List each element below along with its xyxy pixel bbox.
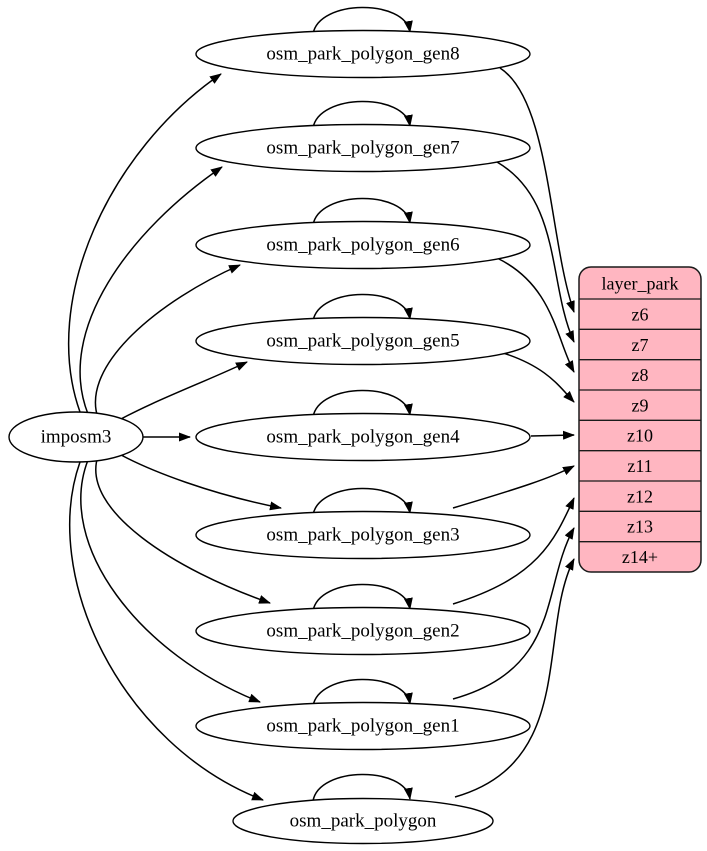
table-label: osm_park_polygon (290, 811, 437, 832)
table-label: osm_park_polygon_gen4 (266, 427, 460, 448)
layer-park-node: layer_park z6 z7 z8 z9 z10 z11 z12 z13 z… (578, 266, 702, 573)
table-node-osm-park-polygon: osm_park_polygon (232, 797, 494, 845)
table-node-osm-park-polygon-gen3: osm_park_polygon_gen3 (195, 510, 531, 560)
edge-imposm3-to-osm-park-polygon-gen2 (95, 455, 271, 604)
table-ellipse (195, 701, 531, 751)
self-loop-osm-park-polygon-gen4 (312, 389, 413, 418)
table-node-osm-park-polygon-gen8: osm_park_polygon_gen8 (195, 29, 531, 79)
table-label: osm_park_polygon_gen8 (266, 44, 459, 65)
self-loop-osm-park-polygon (312, 773, 413, 802)
edge-osm-park-polygon-gen3-to-z11 (452, 465, 575, 509)
edge-osm-park-polygon-gen1-to-z13 (452, 527, 575, 700)
imposm3-label: imposm3 (41, 427, 112, 448)
table-ellipse (195, 220, 531, 270)
edge-imposm3-to-osm-park-polygon-gen6 (94, 264, 241, 419)
edge-osm-park-polygon-gen8-to-z6 (499, 67, 575, 313)
self-loop-osm-park-polygon-gen8 (312, 6, 413, 35)
table-ellipse (195, 510, 531, 560)
layer-row-z6: z6 (632, 305, 649, 325)
table-ellipse (195, 123, 531, 173)
layer-row-z7: z7 (632, 335, 649, 355)
self-loop-osm-park-polygon-gen5 (312, 293, 413, 322)
edges-from-imposm3 (67, 73, 282, 801)
edge-osm-park-polygon-to-z14plus (454, 558, 575, 798)
table-label: osm_park_polygon_gen2 (266, 621, 459, 642)
source-node-imposm3: imposm3 (8, 411, 144, 463)
edge-osm-park-polygon-gen7-to-z7 (496, 161, 575, 343)
layer-park-title: layer_park (602, 274, 679, 294)
edge-imposm3-to-osm-park-polygon-gen7 (79, 166, 223, 415)
edge-imposm3-to-osm-park-polygon (68, 461, 264, 801)
layer-row-z9: z9 (632, 395, 649, 415)
edge-osm-park-polygon-gen4-to-z10 (530, 430, 575, 440)
table-label: osm_park_polygon_gen7 (266, 138, 459, 159)
layer-park-box (578, 266, 702, 573)
imposm3-ellipse (8, 411, 144, 463)
table-node-osm-park-polygon-gen6: osm_park_polygon_gen6 (195, 220, 531, 270)
layer-row-z11: z11 (627, 456, 652, 476)
self-loop-osm-park-polygon-gen6 (312, 197, 413, 226)
edge-osm-park-polygon-gen5-to-z9 (499, 351, 575, 403)
layer-row-z8: z8 (632, 365, 649, 385)
edge-imposm3-to-osm-park-polygon-gen5 (111, 361, 248, 425)
table-ellipse (195, 412, 531, 462)
table-node-osm-park-polygon-gen2: osm_park_polygon_gen2 (195, 606, 531, 656)
table-ellipse (195, 29, 531, 79)
self-loop-edges (312, 6, 413, 802)
layer-row-z12: z12 (627, 486, 653, 506)
edge-imposm3-to-osm-park-polygon-gen1 (80, 459, 261, 703)
table-label: osm_park_polygon_gen1 (266, 716, 459, 737)
table-ellipse (195, 316, 531, 366)
self-loop-osm-park-polygon-gen7 (312, 100, 413, 129)
layer-row-z13: z13 (627, 517, 653, 537)
table-node-osm-park-polygon-gen5: osm_park_polygon_gen5 (195, 316, 531, 366)
table-node-osm-park-polygon-gen1: osm_park_polygon_gen1 (195, 701, 531, 751)
self-loop-osm-park-polygon-gen3 (312, 487, 413, 516)
edge-imposm3-to-osm-park-polygon-gen8 (67, 73, 222, 413)
edge-osm-park-polygon-gen2-to-z12 (452, 497, 575, 605)
table-ellipse (232, 797, 494, 845)
table-node-osm-park-polygon-gen7: osm_park_polygon_gen7 (195, 123, 531, 173)
self-loop-osm-park-polygon-gen1 (312, 678, 413, 707)
table-ellipse (195, 606, 531, 656)
self-loop-osm-park-polygon-gen2 (312, 583, 413, 612)
edges-to-layer-park (452, 67, 575, 798)
table-label: osm_park_polygon_gen3 (266, 525, 459, 546)
table-label: osm_park_polygon_gen6 (266, 235, 459, 256)
table-label: osm_park_polygon_gen5 (266, 331, 459, 352)
layer-row-z14plus: z14+ (622, 547, 658, 567)
edge-osm-park-polygon-gen6-to-z8 (496, 257, 575, 373)
table-node-osm-park-polygon-gen4: osm_park_polygon_gen4 (195, 412, 531, 462)
layer-row-z10: z10 (627, 426, 653, 446)
edge-imposm3-to-osm-park-polygon-gen3 (111, 449, 282, 511)
